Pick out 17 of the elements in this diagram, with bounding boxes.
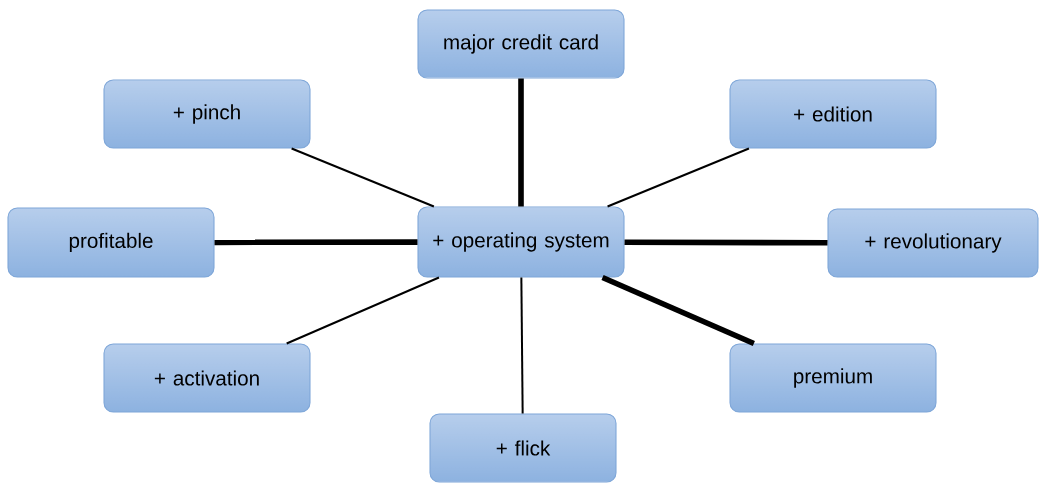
rounded-box: + edition xyxy=(729,79,937,149)
rounded-box: profitable xyxy=(7,207,215,278)
connector-line xyxy=(285,276,440,345)
connector-line xyxy=(601,274,755,347)
rounded-box: + operating system xyxy=(417,206,625,278)
connector-line xyxy=(520,276,524,415)
connector-line xyxy=(606,147,750,208)
rounded-box: major credit card xyxy=(417,9,625,79)
rounded-box: premium xyxy=(729,343,937,413)
rounded-box: + revolutionary xyxy=(827,208,1039,278)
connector-line xyxy=(624,239,828,246)
rounded-box: + activation xyxy=(103,343,311,413)
rounded-box: + pinch xyxy=(103,79,311,149)
connector-line xyxy=(214,239,418,246)
rounded-box: + flick xyxy=(429,413,617,483)
connector-line xyxy=(290,147,435,208)
connector-line xyxy=(518,78,524,207)
